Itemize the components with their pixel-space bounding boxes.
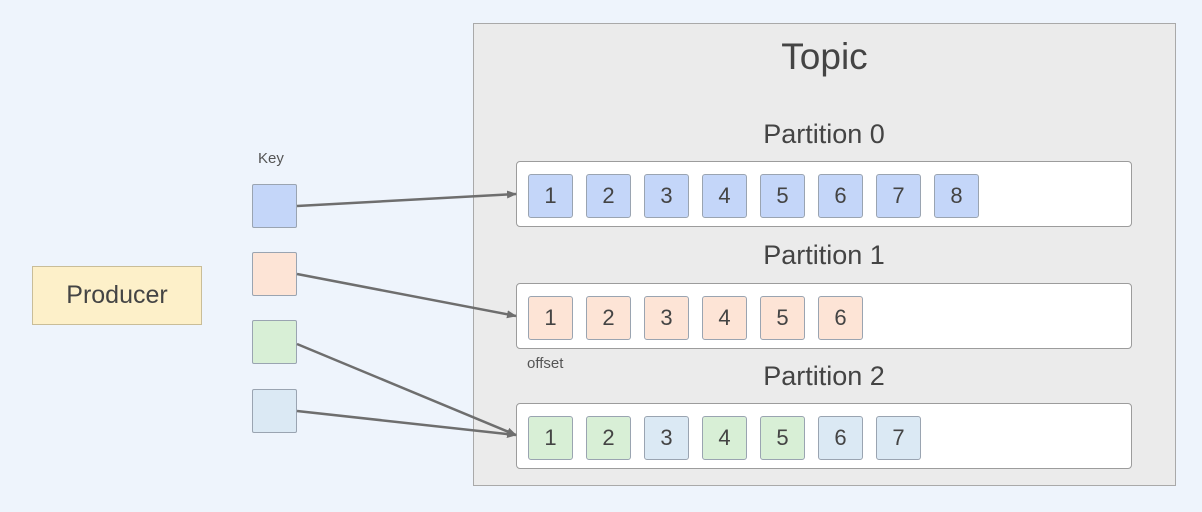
- arrow-key-blue-to-partition-0: [296, 190, 517, 208]
- partition-2-message-3: 3: [644, 416, 689, 460]
- partition-1-message-3: 3: [644, 296, 689, 340]
- partition-1-title: Partition 1: [763, 240, 885, 270]
- partition-0-title: Partition 0: [763, 119, 885, 149]
- partition-2-title: Partition 2: [763, 361, 885, 391]
- partition-2-message-2: 2: [586, 416, 631, 460]
- arrow-key-green-to-partition-2: [296, 342, 517, 437]
- key-label: Key: [258, 150, 284, 167]
- arrow-key-orange-to-partition-1: [296, 272, 517, 319]
- partition-2-message-7: 7: [876, 416, 921, 460]
- key-light-blue: [252, 389, 297, 433]
- offset-label: offset: [527, 355, 564, 372]
- producer-box: Producer: [32, 266, 202, 325]
- partition-0-message-2: 2: [586, 174, 631, 218]
- partition-2-message-1: 1: [528, 416, 573, 460]
- partition-0-message-1: 1: [528, 174, 573, 218]
- partition-1-message-2: 2: [586, 296, 631, 340]
- partition-0-message-6: 6: [818, 174, 863, 218]
- key-orange: [252, 252, 297, 296]
- partition-2-message-4: 4: [702, 416, 747, 460]
- producer-label: Producer: [66, 281, 168, 309]
- key-blue: [252, 184, 297, 228]
- partition-0-message-7: 7: [876, 174, 921, 218]
- partition-0-message-4: 4: [702, 174, 747, 218]
- arrow-key-light-blue-to-partition-2: [296, 409, 517, 438]
- partition-0-message-3: 3: [644, 174, 689, 218]
- partition-1-message-1: 1: [528, 296, 573, 340]
- partition-2-message-5: 5: [760, 416, 805, 460]
- partition-1-message-6: 6: [818, 296, 863, 340]
- partition-0-message-5: 5: [760, 174, 805, 218]
- partition-0-message-8: 8: [934, 174, 979, 218]
- partition-1-message-4: 4: [702, 296, 747, 340]
- partition-2-message-6: 6: [818, 416, 863, 460]
- key-green: [252, 320, 297, 364]
- topic-title: Topic: [781, 36, 868, 77]
- partition-1-message-5: 5: [760, 296, 805, 340]
